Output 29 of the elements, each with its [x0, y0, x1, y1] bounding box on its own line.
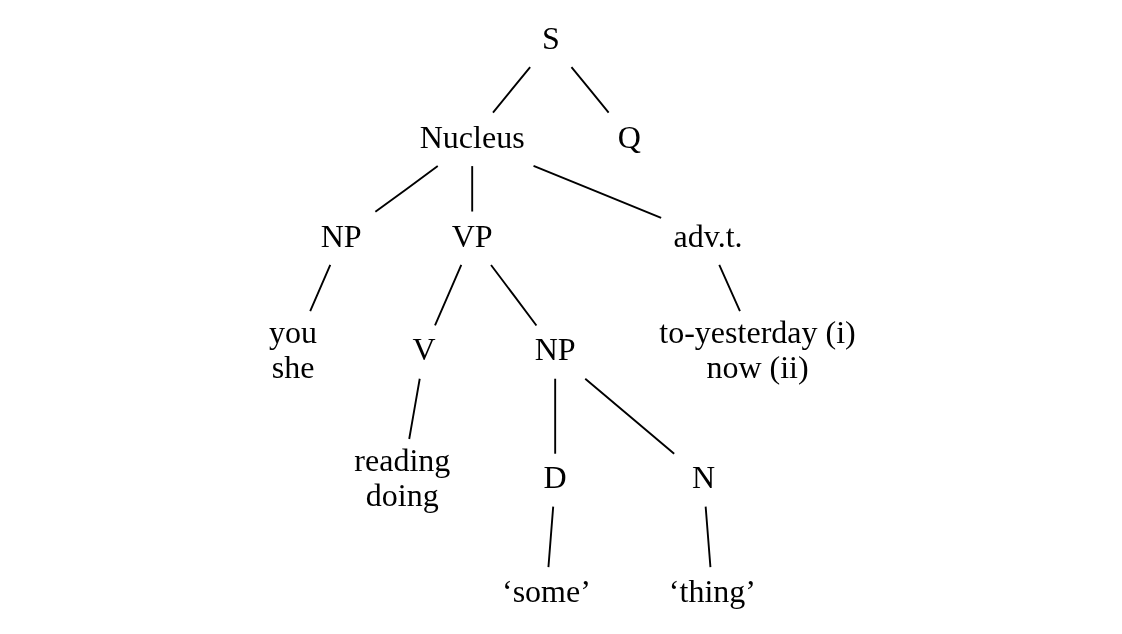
node-text: NP — [320, 217, 362, 254]
connector — [309, 264, 332, 313]
node-text: Nucleus — [419, 118, 525, 155]
node-text: VP — [451, 217, 493, 254]
node-text: D — [543, 459, 567, 496]
node-text: S — [541, 19, 560, 56]
connector — [532, 164, 663, 219]
connector — [471, 165, 474, 213]
node-text: ‘some’ — [501, 572, 591, 609]
node-text: V — [412, 331, 436, 368]
connector — [374, 165, 439, 213]
connector — [570, 66, 610, 114]
connector — [718, 264, 741, 313]
connector — [490, 264, 538, 327]
connector — [492, 66, 532, 114]
connector — [584, 377, 676, 455]
node-text: reading doing — [354, 441, 451, 513]
connector — [408, 377, 421, 440]
connector — [434, 264, 463, 327]
node-text: N — [692, 459, 716, 496]
connector — [554, 377, 557, 455]
node-text: Q — [617, 118, 641, 155]
node-text: adv.t. — [673, 217, 743, 254]
connector — [704, 505, 712, 569]
node-text: you she — [269, 313, 318, 385]
node-text: to-yesterday (i) now (ii) — [659, 313, 856, 385]
connector — [547, 505, 555, 569]
node-text: NP — [534, 331, 576, 368]
node-text: ‘thing’ — [668, 572, 756, 609]
